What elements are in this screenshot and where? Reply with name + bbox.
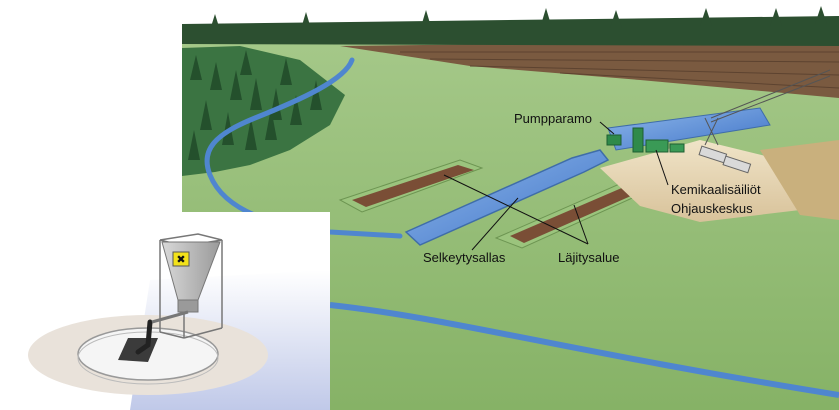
outflow-channel	[329, 302, 839, 398]
dosing-device-inset: ✖	[0, 212, 330, 410]
deposit-area-left	[338, 159, 484, 213]
label-deposit-area: Läjitysalue	[558, 250, 619, 265]
label-settling-basin: Selkeytysallas	[423, 250, 506, 265]
harmful-substance-icon: ✖	[176, 253, 185, 266]
pumping-station-building	[606, 134, 622, 146]
dosing-pipe	[135, 319, 153, 355]
label-chemical-tanks: Kemikaalisäiliöt	[671, 182, 761, 197]
landscape-scene: Pumpparamo Kemikaalisäiliöt Ohjauskeskus…	[182, 6, 839, 410]
hazard-sign	[172, 251, 190, 267]
brown-field-right	[760, 140, 839, 220]
service-yard	[600, 140, 800, 222]
peat-field-ditches	[400, 51, 839, 89]
settling-basin-water	[404, 149, 610, 246]
power-line	[704, 69, 831, 146]
control-center-trailers	[698, 145, 752, 174]
chemical-tanks	[632, 127, 685, 153]
horizon-treeline	[182, 6, 839, 46]
label-pumping-station: Pumpparamo	[514, 111, 592, 126]
forest-trees	[188, 50, 322, 160]
label-leaders	[443, 121, 669, 251]
label-control-center: Ohjauskeskus	[671, 201, 753, 216]
